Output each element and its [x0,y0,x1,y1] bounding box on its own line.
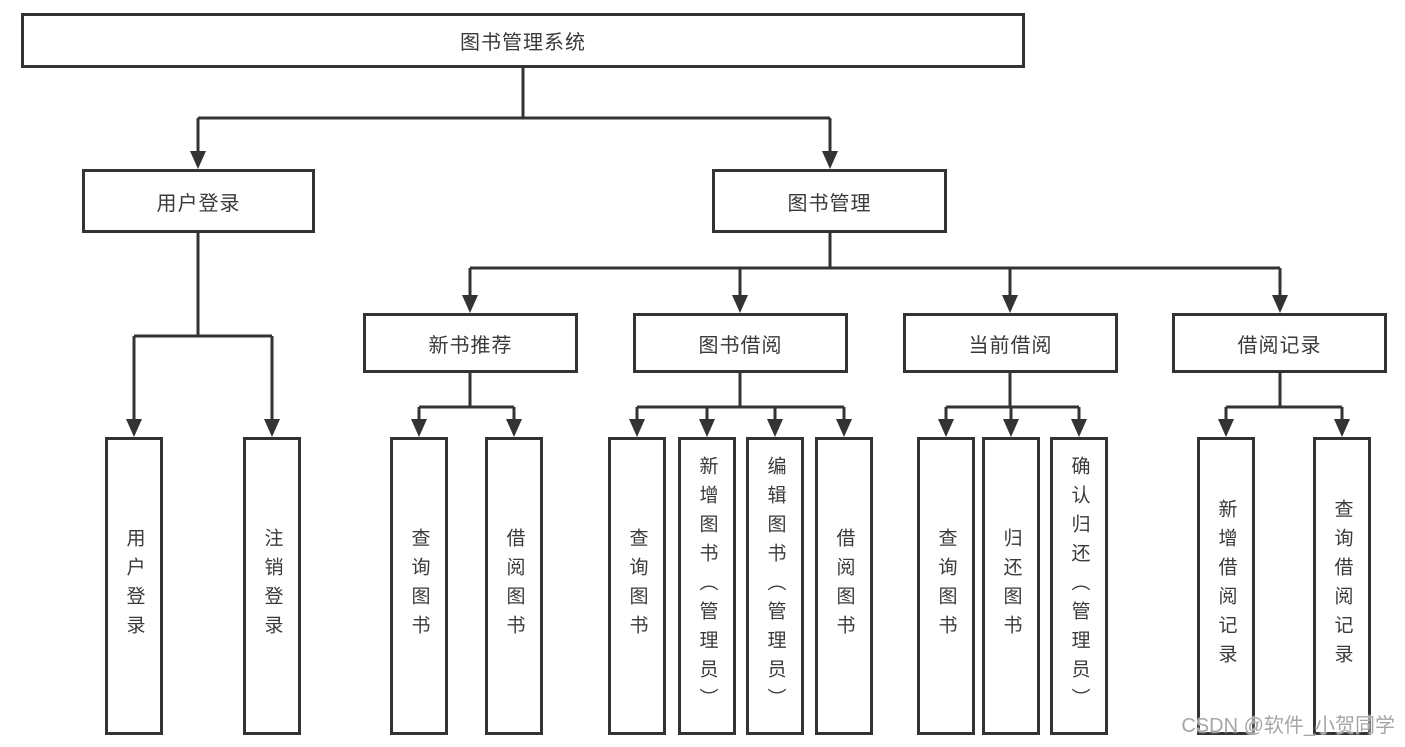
node-label: 确认归还（管理员） [1068,455,1090,717]
leaf-return-books: 归还图书 [982,437,1040,735]
node-label: 新书推荐 [428,334,513,357]
node-current-borrow: 当前借阅 [903,313,1118,373]
node-label: 新增图书（管理员） [696,455,718,717]
node-label: 注销登录 [261,528,283,644]
leaf-edit-books-admin: 编辑图书（管理员） [746,437,804,735]
node-label: 当前借阅 [968,334,1053,357]
csdn-watermark: CSDN @软件_小贺同学 [1181,715,1395,737]
node-label: 图书借阅 [698,334,783,357]
node-label: 查询借阅记录 [1331,499,1353,673]
node-label: 借阅图书 [833,528,855,644]
node-book-management: 图书管理 [712,169,947,233]
node-user-login: 用户登录 [82,169,315,233]
leaf-query-borrow-record: 查询借阅记录 [1313,437,1371,735]
node-label: 借阅记录 [1237,334,1322,357]
node-new-book-recommend: 新书推荐 [363,313,578,373]
node-label: 图书管理系统 [460,32,586,54]
node-label: 查询图书 [408,528,430,644]
leaf-logout: 注销登录 [243,437,301,735]
leaf-borrow-books: 借阅图书 [485,437,543,735]
leaf-add-books-admin: 新增图书（管理员） [678,437,736,735]
node-book-borrow: 图书借阅 [633,313,848,373]
leaf-user-login: 用户登录 [105,437,163,735]
leaf-confirm-return-admin: 确认归还（管理员） [1050,437,1108,735]
leaf-query-books: 查询图书 [390,437,448,735]
leaf-query-books: 查询图书 [608,437,666,735]
node-label: 查询图书 [935,528,957,644]
node-label: 归还图书 [1000,528,1022,644]
node-label: 图书管理 [787,192,872,215]
arrowheads [126,151,1350,437]
node-label: 新增借阅记录 [1215,499,1237,673]
node-label: 借阅图书 [503,528,525,644]
leaf-query-books: 查询图书 [917,437,975,735]
node-label: 用户登录 [123,528,145,644]
leaf-add-borrow-record: 新增借阅记录 [1197,437,1255,735]
node-label: 查询图书 [626,528,648,644]
node-borrow-records: 借阅记录 [1172,313,1387,373]
node-label: 用户登录 [156,192,241,215]
node-library-management-system: 图书管理系统 [21,13,1025,68]
node-label: 编辑图书（管理员） [764,455,786,717]
leaf-borrow-books: 借阅图书 [815,437,873,735]
